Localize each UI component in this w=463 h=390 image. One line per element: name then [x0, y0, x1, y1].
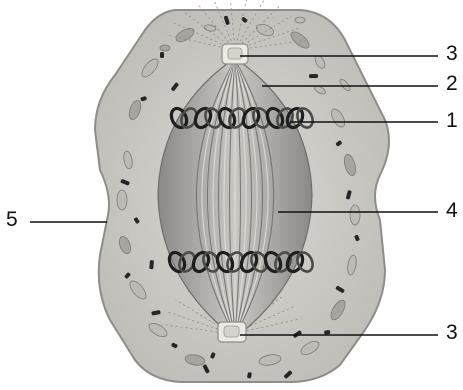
- label-centriole-top: 3: [446, 43, 458, 64]
- organelle: [350, 205, 360, 225]
- centriole-top: [222, 44, 248, 64]
- organelle-dark: [160, 52, 164, 58]
- label-centriole-bottom: 3: [446, 322, 458, 343]
- organelle-dark: [309, 74, 318, 78]
- organelle: [117, 190, 127, 210]
- centriole-bottom: [218, 322, 246, 342]
- label-cell-equator: 4: [446, 200, 458, 221]
- label-cell-membrane: 5: [6, 209, 18, 230]
- organelle: [295, 17, 305, 23]
- organelle: [160, 45, 170, 51]
- organelle-dark: [149, 260, 154, 269]
- label-chromatid-group: 1: [446, 110, 458, 131]
- organelle-dark: [324, 330, 330, 335]
- label-spindle-fibres: 2: [446, 73, 458, 94]
